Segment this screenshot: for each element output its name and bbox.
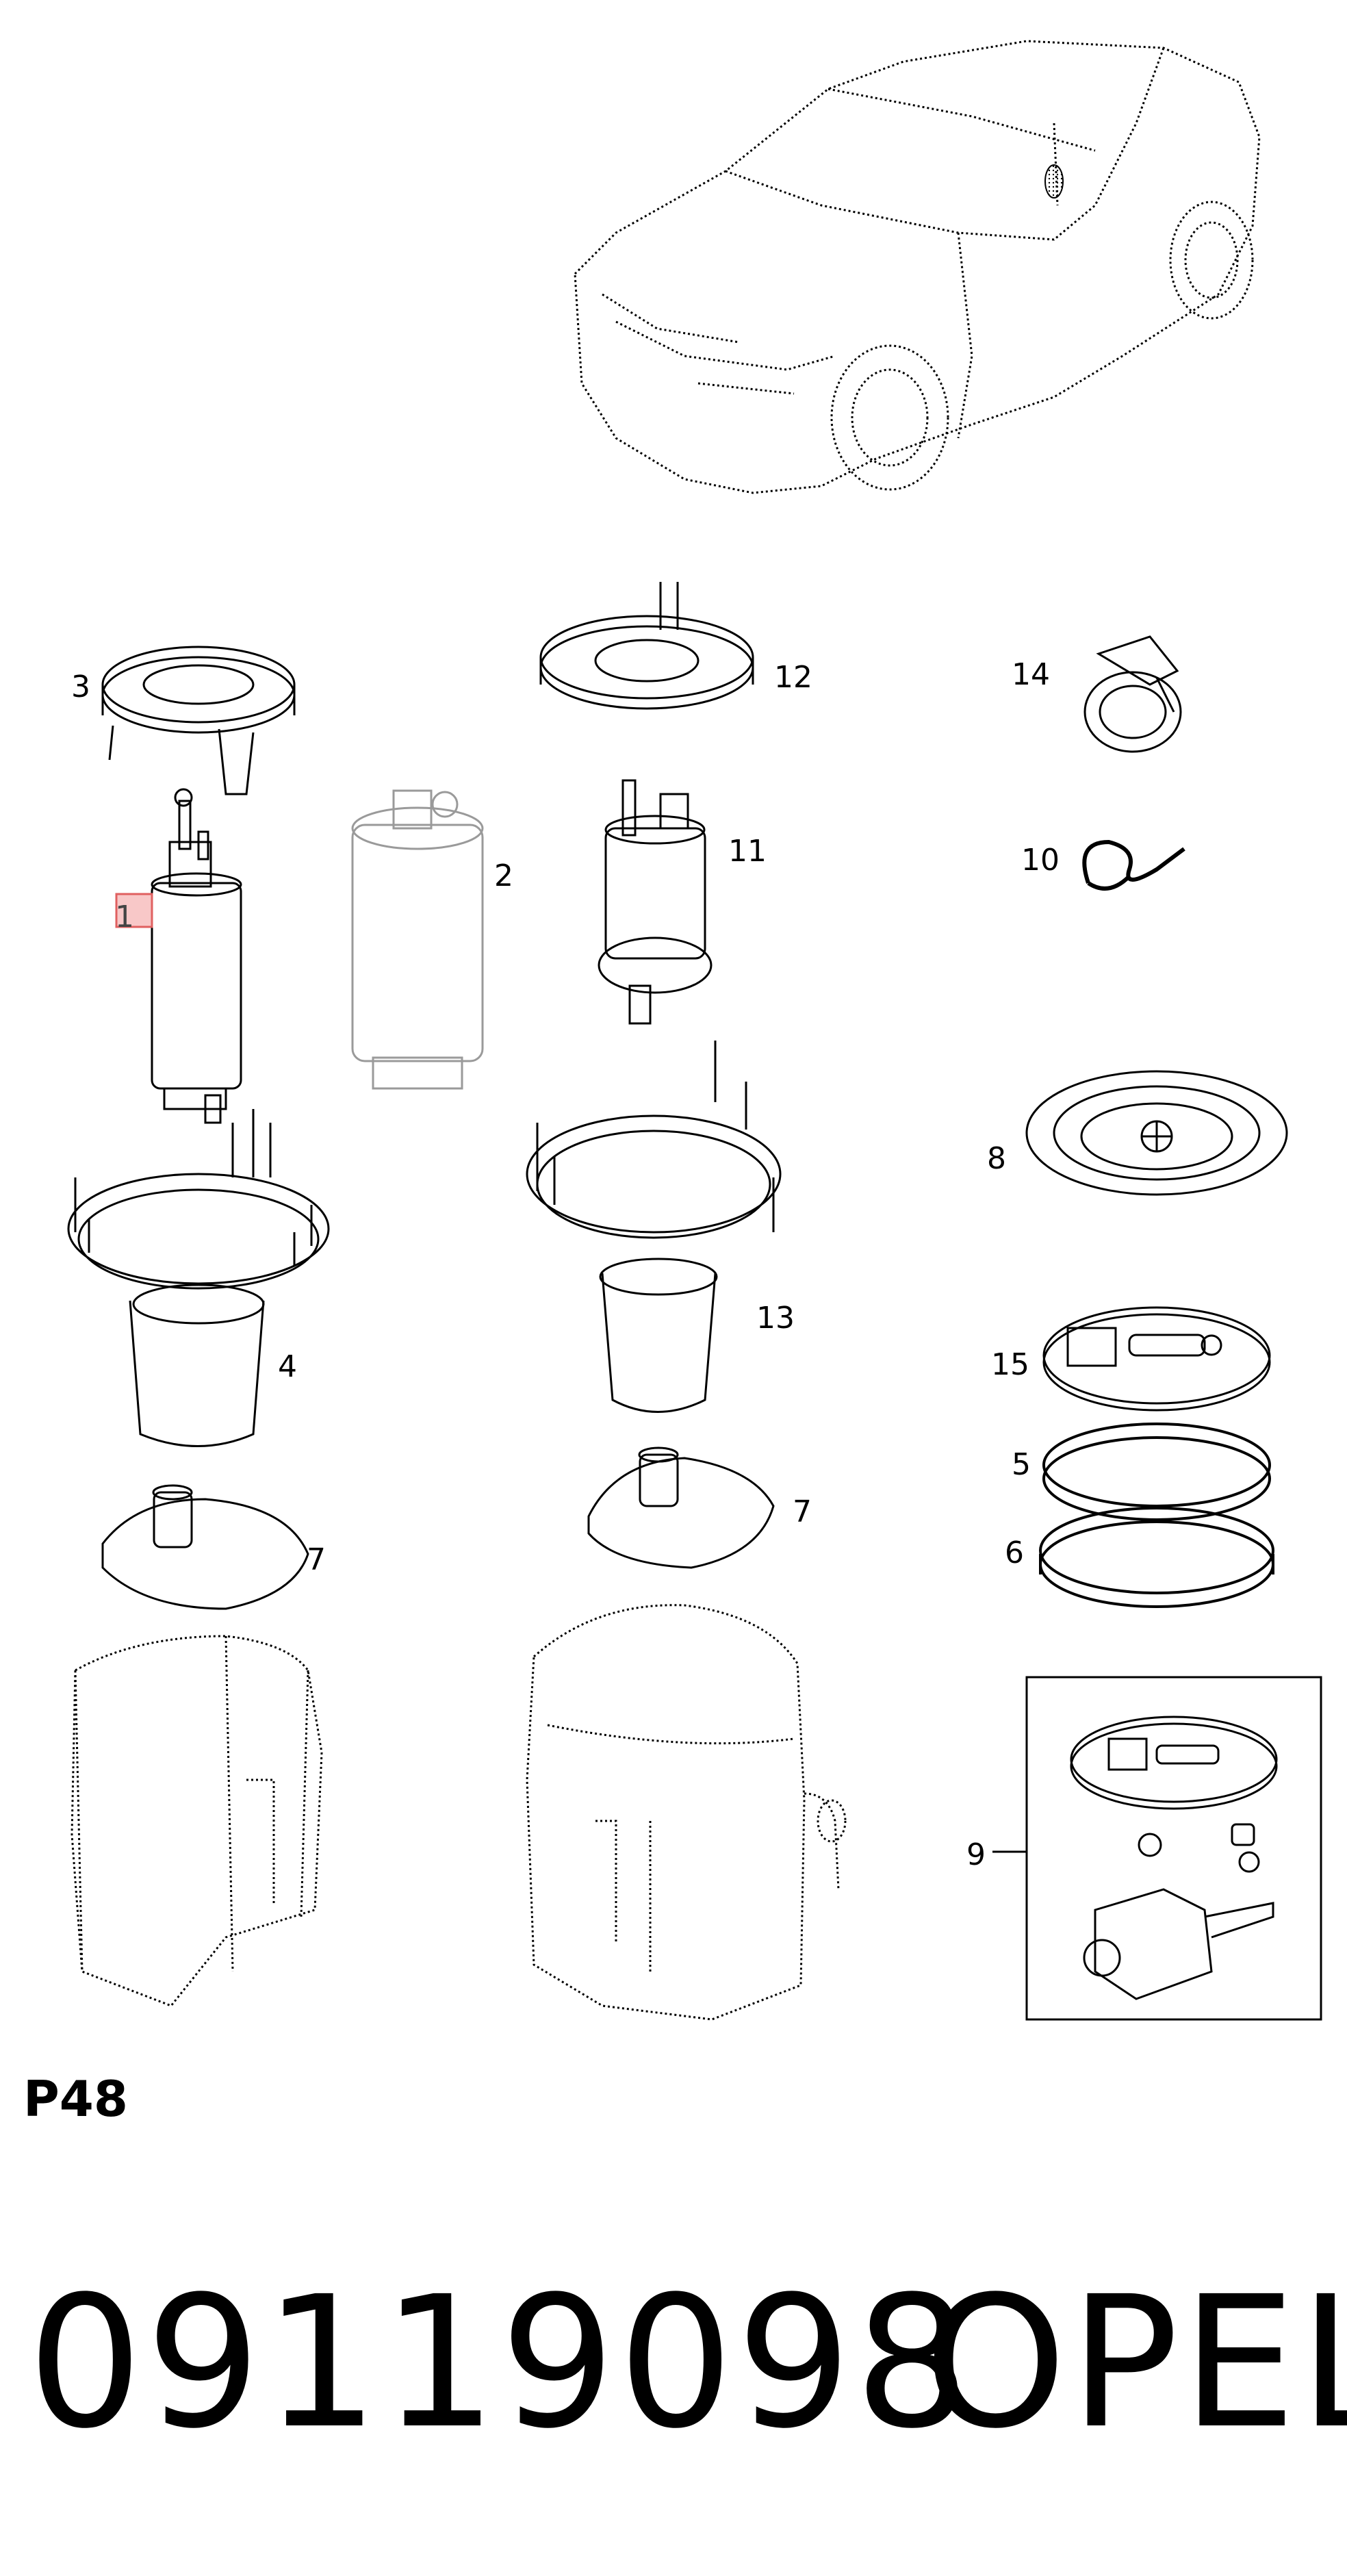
page-code: P48 bbox=[23, 2070, 128, 2128]
part-7-filter-center bbox=[587, 1446, 775, 1569]
part-13-reservoir-housing bbox=[526, 1041, 782, 1413]
callout-15: 15 bbox=[991, 1347, 1029, 1382]
part-9-kit-box bbox=[992, 1676, 1322, 2021]
part-8-cover-seal bbox=[1025, 1070, 1288, 1196]
callout-1: 1 bbox=[115, 900, 134, 934]
highlight-marker bbox=[115, 893, 153, 928]
callout-9: 9 bbox=[966, 1837, 986, 1872]
part-6-locking-ring bbox=[1039, 1507, 1274, 1608]
part-11-fuel-pump bbox=[598, 779, 713, 1025]
callout-4: 4 bbox=[278, 1349, 297, 1384]
fuel-tank-center-illustration bbox=[526, 1604, 847, 2021]
callout-14: 14 bbox=[1012, 657, 1050, 692]
part-12-locking-ring bbox=[539, 582, 754, 710]
callout-5: 5 bbox=[1012, 1447, 1031, 1482]
part-5-sealing-ring bbox=[1042, 1423, 1271, 1521]
callout-3: 3 bbox=[71, 669, 90, 704]
car-overview-illustration bbox=[574, 40, 1261, 494]
callout-7-left: 7 bbox=[307, 1542, 326, 1577]
callout-8: 8 bbox=[987, 1141, 1006, 1176]
part-3-locking-ring bbox=[101, 646, 296, 795]
callout-2: 2 bbox=[494, 858, 513, 893]
fuel-pump-location-marker bbox=[1044, 164, 1064, 199]
exploded-parts-diagram bbox=[67, 40, 1322, 2021]
callout-6: 6 bbox=[1005, 1535, 1024, 1570]
callout-10: 10 bbox=[1021, 843, 1060, 878]
brand-name: OPEL bbox=[924, 2258, 1347, 2469]
part-1-fuel-pump bbox=[151, 788, 242, 1124]
part-4-reservoir-housing bbox=[67, 1109, 330, 1447]
callout-13: 13 bbox=[756, 1301, 795, 1336]
fuel-tank-left-illustration bbox=[70, 1635, 323, 2007]
part-10-hose bbox=[1082, 839, 1185, 891]
part-7-filter-left bbox=[101, 1484, 309, 1610]
callout-7-center: 7 bbox=[793, 1494, 812, 1529]
part-15-flange-assembly bbox=[1042, 1306, 1271, 1412]
callout-12: 12 bbox=[774, 660, 812, 695]
callout-11: 11 bbox=[728, 834, 767, 869]
part-number: 09119098 bbox=[27, 2258, 973, 2469]
part-2-fuel-pump-ghost bbox=[351, 789, 484, 1090]
part-14-hose-clamp bbox=[1083, 635, 1182, 753]
